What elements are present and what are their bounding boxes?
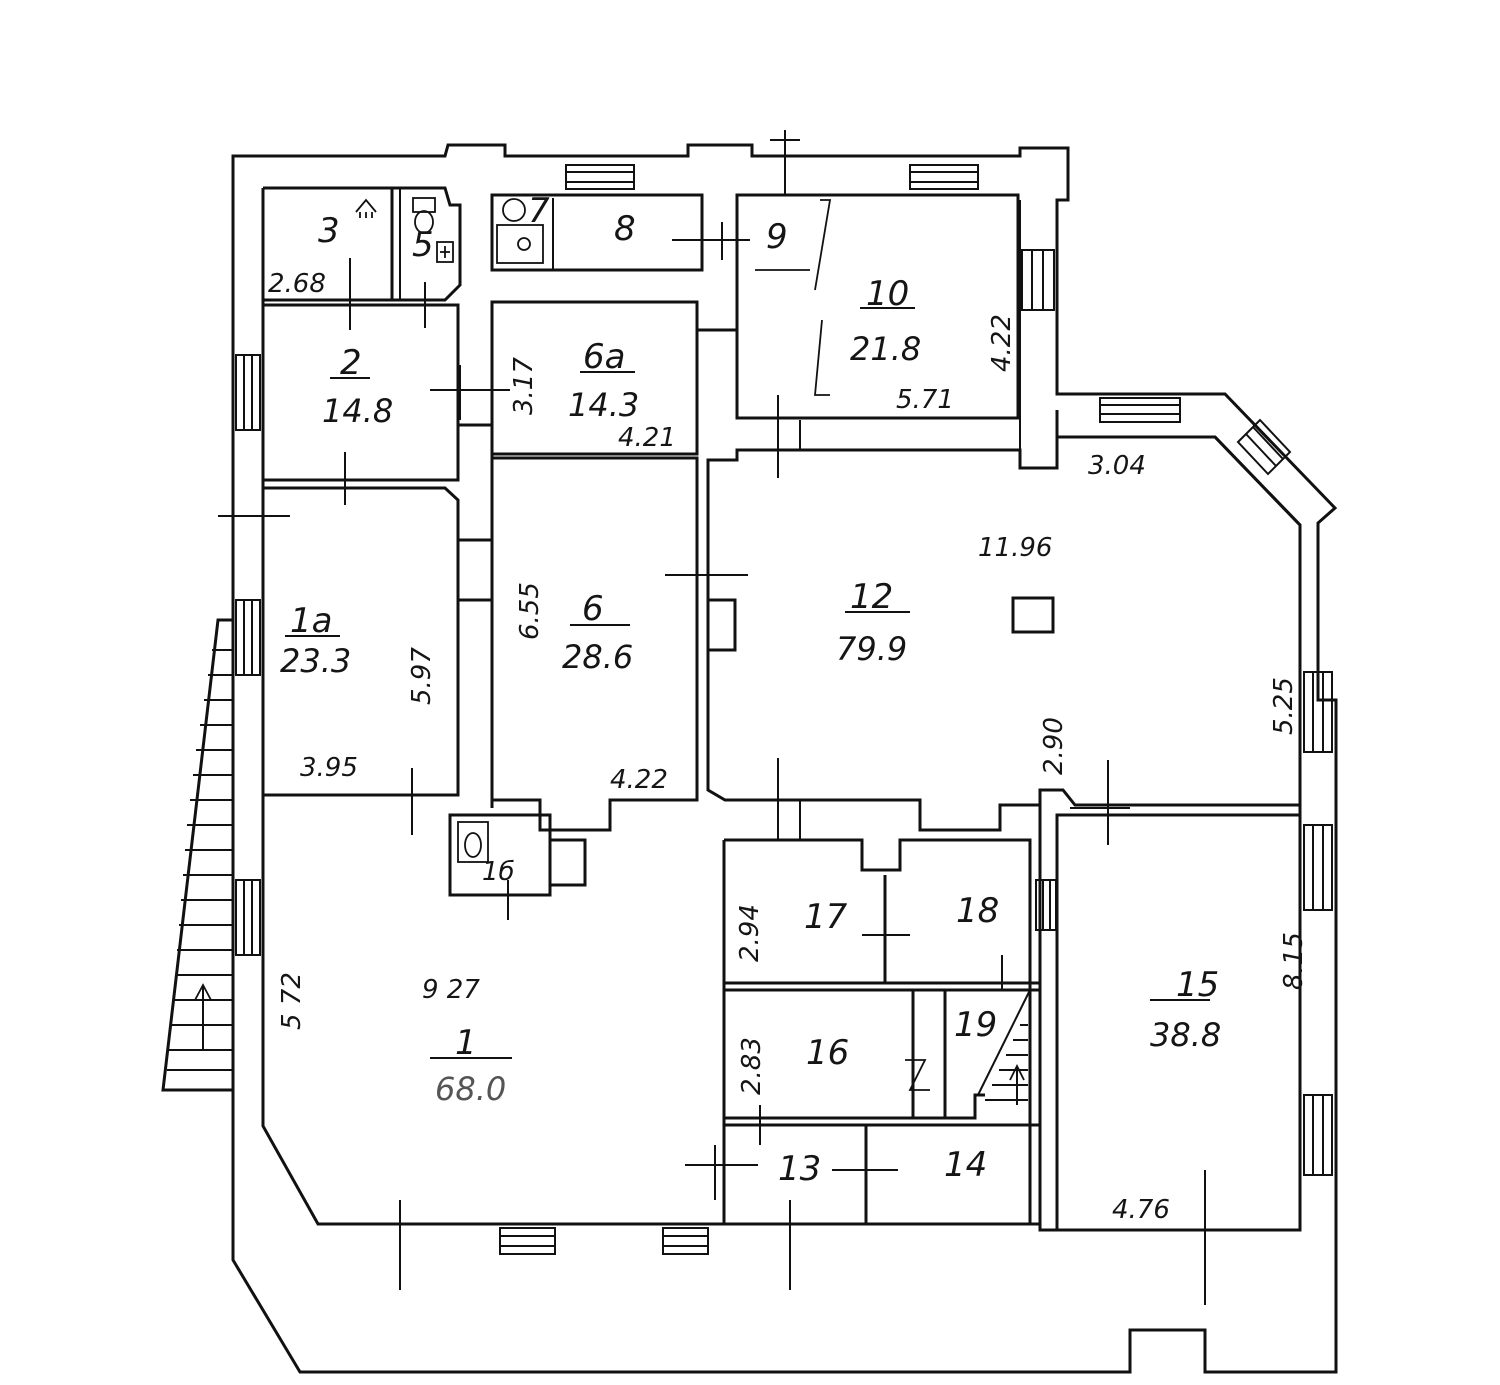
room-7-number: 7 — [528, 191, 550, 231]
dim-9-27: 9 27 — [422, 975, 480, 1005]
room-8-number: 8 — [614, 209, 636, 249]
toilet-icon — [412, 197, 436, 234]
stair-19-icon — [985, 1024, 1028, 1105]
stair-arrow-icon — [194, 983, 212, 1050]
window-right-10 — [1021, 249, 1055, 311]
bathtub-icon — [496, 224, 544, 264]
dimension-labels: 2.68 3.17 4.21 4.22 5.71 3.04 11.96 6.55… — [268, 269, 1309, 1225]
room-6a-number: 6a — [583, 337, 625, 377]
room-10-area: 21.8 — [850, 330, 921, 368]
window-top-2 — [909, 164, 979, 190]
room-1b-number: 1б — [482, 857, 515, 887]
toilet-1b-icon — [457, 821, 489, 863]
room-1-area: 68.0 — [435, 1070, 506, 1108]
interior-walls — [261, 186, 1302, 1232]
dim-11-96: 11.96 — [978, 533, 1052, 563]
room-19-number: 19 — [954, 1005, 997, 1045]
room-15-area: 38.8 — [1150, 1016, 1221, 1054]
dim-2-83: 2.83 — [737, 1037, 767, 1095]
room-9-number: 9 — [766, 217, 788, 257]
dim-4-22-room10: 4.22 — [987, 314, 1017, 372]
dim-2-68: 2.68 — [268, 269, 326, 299]
room-17-number: 17 — [804, 897, 848, 937]
door-marks — [218, 130, 1206, 1305]
room-1-number: 1 — [455, 1023, 477, 1063]
window-right-12 — [1303, 671, 1333, 753]
room-13-number: 13 — [778, 1149, 821, 1189]
dim-3-04: 3.04 — [1088, 451, 1146, 481]
window-right-15a — [1303, 824, 1333, 911]
room-5-number: 5 — [412, 225, 434, 265]
room-1a-number: 1a — [290, 601, 332, 641]
room-14-number: 14 — [944, 1145, 987, 1185]
washbasin-icon — [502, 198, 526, 222]
dim-4-76: 4.76 — [1112, 1195, 1170, 1225]
room-1a-area: 23.3 — [280, 642, 351, 680]
room-12-number: 12 — [850, 577, 893, 617]
window-top-12 — [1099, 397, 1181, 423]
windows — [235, 164, 1333, 1255]
dim-6-55: 6.55 — [515, 582, 545, 640]
room-2-area: 14.8 — [322, 392, 393, 430]
window-left-1 — [235, 354, 261, 431]
room-labels: 3 5 7 8 9 10 21.8 2 14.8 6a 14.3 1a 23.3… — [280, 191, 1221, 1189]
window-top-1 — [565, 164, 635, 190]
sink-icon — [436, 241, 454, 263]
window-bottom-2 — [662, 1227, 709, 1255]
dim-2-94: 2.94 — [735, 904, 765, 962]
dim-5-71: 5.71 — [896, 385, 954, 415]
room-6-area: 28.6 — [562, 638, 633, 676]
dim-3-17: 3.17 — [509, 357, 539, 415]
room-2-number: 2 — [340, 343, 362, 383]
room-3-number: 3 — [318, 211, 340, 251]
room-6-number: 6 — [582, 589, 604, 629]
dim-3-95: 3.95 — [300, 753, 358, 783]
room-6a-area: 14.3 — [568, 386, 639, 424]
dim-4-21: 4.21 — [618, 423, 676, 453]
room-16-number: 16 — [806, 1033, 849, 1073]
dim-5-72: 5 72 — [277, 972, 307, 1030]
window-left-3 — [235, 879, 261, 956]
room-10-number: 10 — [866, 274, 909, 314]
exterior-stair — [161, 618, 235, 1092]
window-corner-12 — [1236, 418, 1292, 476]
window-bottom-1 — [499, 1227, 556, 1255]
dim-8-15: 8.15 — [1279, 932, 1309, 990]
room-18-number: 18 — [956, 891, 999, 931]
shower-icon — [355, 198, 377, 218]
room-15-number: 15 — [1176, 965, 1219, 1005]
dim-5-25: 5.25 — [1269, 677, 1299, 735]
stair-19-arrow-icon — [1009, 1063, 1025, 1105]
window-left-2 — [235, 599, 261, 676]
area-underlines — [285, 307, 1210, 1059]
dim-4-22-room6: 4.22 — [610, 765, 668, 795]
dim-5-97: 5.97 — [407, 647, 437, 705]
dim-2-90: 2.90 — [1039, 717, 1069, 775]
room-12-area: 79.9 — [836, 630, 907, 668]
window-right-15b — [1303, 1094, 1333, 1176]
